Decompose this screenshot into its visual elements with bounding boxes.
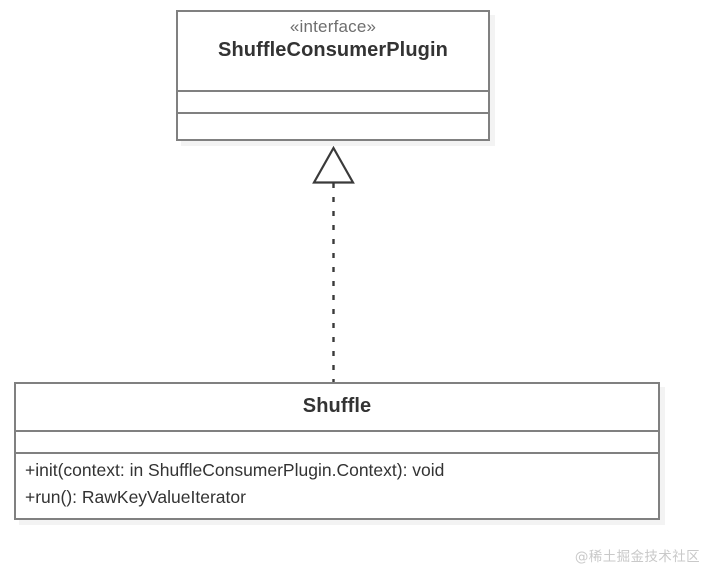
watermark-label: @稀土掘金技术社区 bbox=[574, 549, 700, 565]
realization-relationship-connector[interactable] bbox=[308, 140, 360, 386]
interface-header-compartment: «interface» ShuffleConsumerPlugin bbox=[178, 12, 488, 90]
interface-attributes-compartment bbox=[178, 90, 488, 112]
interface-stereotype-label: «interface» bbox=[289, 17, 377, 36]
shuffle-operation-init: +init(context: in ShuffleConsumerPlugin.… bbox=[25, 460, 445, 480]
shuffle-attributes-compartment bbox=[16, 430, 658, 452]
class-box-shuffle[interactable]: Shuffle +init(context: in ShuffleConsume… bbox=[14, 382, 660, 520]
shuffle-class-name-label: Shuffle bbox=[302, 395, 372, 417]
shuffle-operations-compartment: +init(context: in ShuffleConsumerPlugin.… bbox=[16, 452, 658, 515]
interface-operations-compartment bbox=[178, 112, 488, 139]
hollow-triangle-arrowhead-icon bbox=[312, 145, 355, 184]
shuffle-header-compartment: Shuffle bbox=[16, 384, 658, 430]
interface-name-label: ShuffleConsumerPlugin bbox=[218, 39, 448, 61]
interface-class-box-shuffleconsumerplugin[interactable]: «interface» ShuffleConsumerPlugin bbox=[176, 10, 490, 141]
shuffle-operation-run: +run(): RawKeyValueIterator bbox=[25, 487, 246, 507]
realization-arrow-icon bbox=[312, 145, 355, 384]
